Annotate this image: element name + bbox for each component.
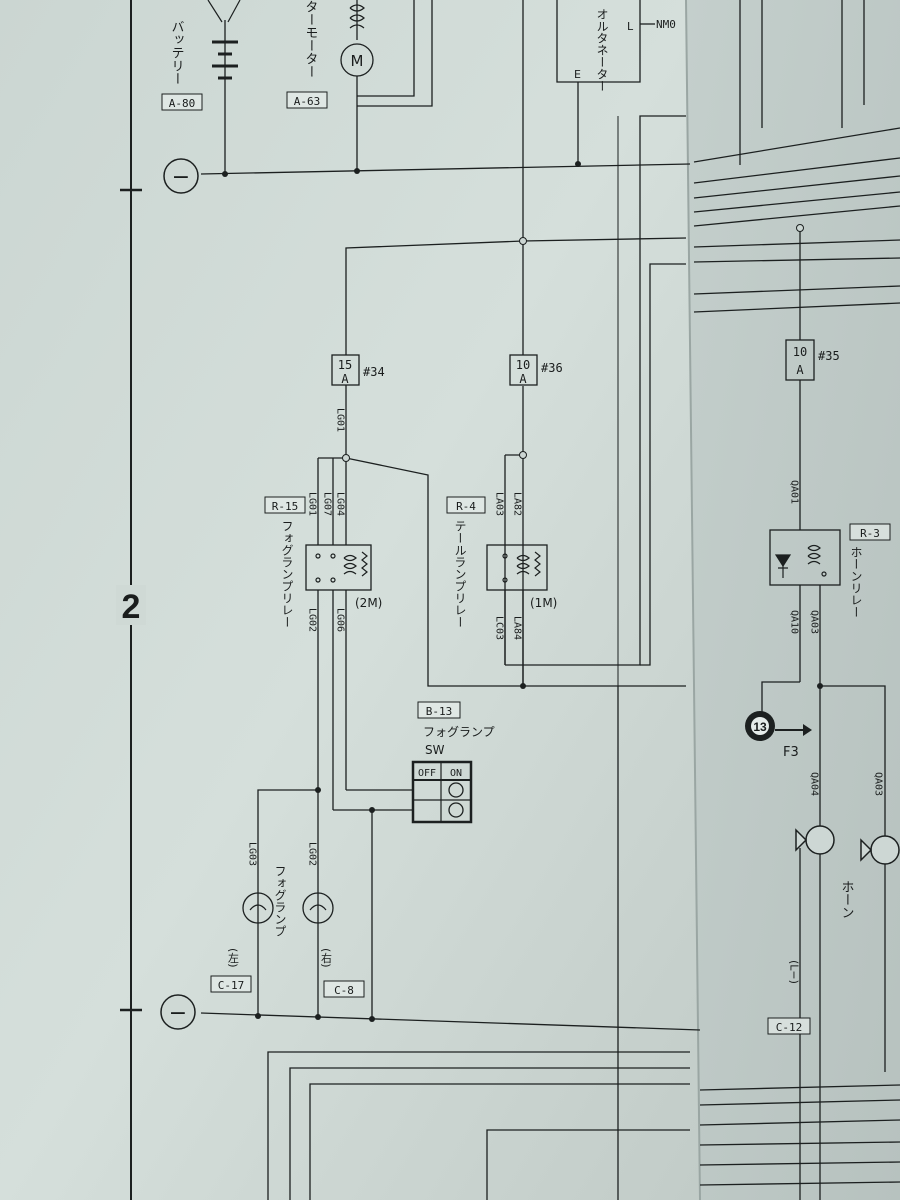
fuse-34-id: #34 <box>363 365 385 379</box>
alternator-terminal-l: L <box>627 20 634 33</box>
wire-lg03: LG03 <box>247 842 258 866</box>
alternator-terminal-e: E <box>574 68 581 81</box>
fog-relay-label: フォグランプリレー <box>280 520 294 628</box>
horn-relay-code: R-3 <box>860 527 880 540</box>
wire-lg01-relay: LG01 <box>307 492 318 516</box>
ground-symbol-top: − <box>163 158 199 194</box>
fog-relay-type: (2M) <box>355 596 382 610</box>
fog-switch-label: フォグランプ <box>423 725 495 739</box>
ground-symbol-bottom: − <box>160 994 196 1030</box>
wire-la03: LA03 <box>494 492 505 516</box>
wire-qa03: QA03 <box>809 610 820 634</box>
horn-relay-symbol <box>774 544 827 578</box>
wire-nm0: NM0 <box>656 18 676 31</box>
horn-relay-label: ホーンリレー <box>849 546 863 618</box>
left-sheet <box>0 0 700 1200</box>
horn-label: ホーン <box>839 880 854 919</box>
fuse-36-unit: A <box>519 372 527 386</box>
tail-relay-type: (1M) <box>530 596 557 610</box>
wire-lg01: LG01 <box>335 408 346 432</box>
fog-lamp-right-code: C-8 <box>334 984 354 997</box>
fog-switch-on: ON <box>450 768 462 779</box>
wire-lg07: LG07 <box>322 492 333 516</box>
fuse-36-id: #36 <box>541 361 563 375</box>
fog-lamp-right: (右) <box>320 948 333 968</box>
wire-la82: LA82 <box>512 492 523 516</box>
ground-symbol-label: − <box>172 165 190 190</box>
tail-relay-label: テールランプリレー <box>453 520 467 628</box>
fuse-35-rating: 10 <box>793 345 807 359</box>
connector-13-number: 13 <box>753 720 767 734</box>
wire-qa01: QA01 <box>789 480 800 504</box>
starter-motor-label: ターモーター <box>303 0 318 78</box>
right-sheet <box>686 0 900 1200</box>
fog-lamp-left-code: C-17 <box>218 979 245 992</box>
wire-la84: LA84 <box>512 616 523 640</box>
horn-variant: (L−) <box>788 960 801 984</box>
wire-lc03: LC03 <box>494 616 505 640</box>
ground-symbol-label: − <box>169 1001 187 1026</box>
wire-qa10: QA10 <box>789 610 800 634</box>
fog-relay-symbol <box>315 551 368 583</box>
fog-switch-off: OFF <box>418 768 436 779</box>
fuse-35-id: #35 <box>818 349 840 363</box>
connector-13: 13 F3 <box>745 711 812 760</box>
horn-code: C-12 <box>776 1021 803 1034</box>
fog-relay-code: R-15 <box>272 500 299 513</box>
tail-relay-symbol <box>502 551 541 583</box>
wire-lg02: LG02 <box>307 608 318 632</box>
fog-lamp-left: (左) <box>227 948 240 968</box>
wire-lg06: LG06 <box>335 608 346 632</box>
motor-symbol: M <box>351 52 364 70</box>
battery-label: バッテリー <box>169 20 185 85</box>
starter-motor-code: A-63 <box>294 95 321 108</box>
wire-lg04: LG04 <box>335 492 346 516</box>
fuse-34-unit: A <box>341 372 349 386</box>
connector-13-target: F3 <box>783 745 799 760</box>
wire-qa03-horn: QA03 <box>873 772 884 796</box>
fuse-35-unit: A <box>796 363 804 377</box>
fuse-36-rating: 10 <box>516 358 530 372</box>
fog-switch-code: B-13 <box>426 705 453 718</box>
horn-symbol <box>795 825 900 865</box>
section-number: 2 <box>122 588 141 626</box>
tail-relay-code: R-4 <box>456 500 476 513</box>
battery-code: A-80 <box>169 97 196 110</box>
fog-switch-sw-label: SW <box>425 743 445 757</box>
fog-lamp-label: フォグランプ <box>273 865 287 937</box>
fuse-34-rating: 15 <box>338 358 352 372</box>
wire-qa04: QA04 <box>809 772 820 796</box>
alternator-label: オルタネーター <box>595 8 609 92</box>
wire-lg02-lamp: LG02 <box>307 842 318 866</box>
